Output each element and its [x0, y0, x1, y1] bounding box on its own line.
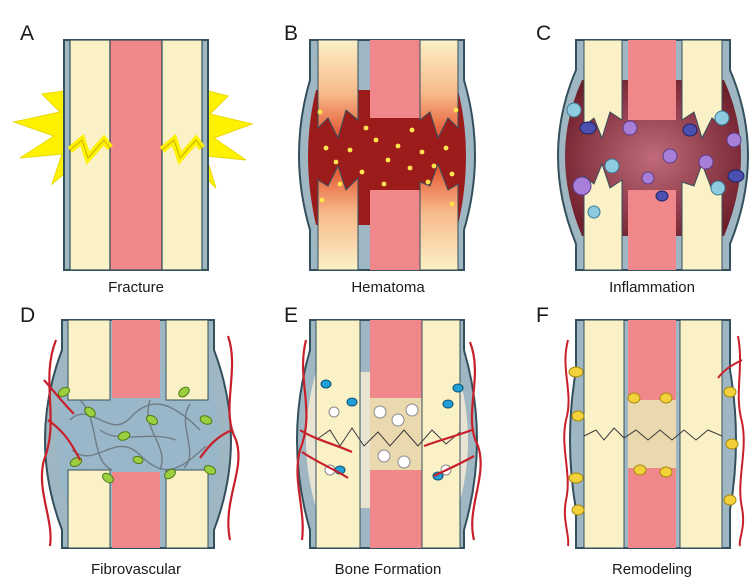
panel-letter: A	[20, 22, 34, 45]
marrow-top	[628, 320, 676, 400]
panel-letter: C	[536, 22, 551, 45]
marrow-bottom	[370, 470, 422, 548]
panel-letter: D	[20, 304, 35, 327]
panel-caption: Inflammation	[609, 279, 695, 296]
panel-e: E Bone Formation	[284, 304, 481, 578]
cortical-bone-right	[422, 320, 460, 548]
cortical-bone-left	[584, 320, 624, 548]
cortical-bone-left	[316, 320, 360, 548]
panel-letter: F	[536, 304, 549, 327]
marrow-top	[370, 320, 422, 398]
cortical-bone-right-bottom	[166, 470, 208, 548]
panel-letter: B	[284, 22, 298, 45]
panel-b: B Hematoma	[284, 22, 475, 296]
marrow-bottom	[112, 472, 160, 548]
panel-caption: Remodeling	[612, 561, 692, 578]
marrow-bottom	[628, 190, 676, 270]
marrow-top	[370, 40, 420, 118]
panel-letter: E	[284, 304, 298, 327]
marrow-top	[112, 320, 160, 398]
marrow-top	[628, 40, 676, 120]
cortical-bone-left-bottom	[68, 470, 110, 548]
cortical-bone-right	[680, 320, 722, 548]
panel-f: F Remodeling	[536, 304, 744, 578]
panel-d: D Fibrovascular	[20, 304, 238, 578]
panel-a: A Fracture	[14, 22, 252, 296]
panel-caption: Bone Formation	[335, 561, 442, 578]
woven-bone	[628, 400, 676, 468]
panel-caption: Fibrovascular	[91, 561, 181, 578]
panel-caption: Hematoma	[351, 279, 425, 296]
marrow-bottom	[628, 468, 676, 548]
marrow	[110, 40, 162, 270]
cortical-bone-left-top	[68, 320, 110, 400]
panel-c: C Inflammation	[536, 22, 748, 296]
panel-caption: Fracture	[108, 279, 164, 296]
marrow-bottom	[370, 190, 420, 270]
